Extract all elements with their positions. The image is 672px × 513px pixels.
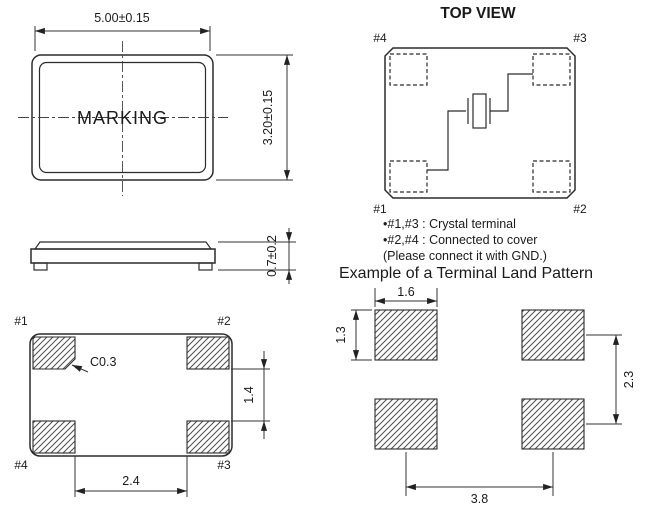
hidden-pad-2 — [532, 160, 571, 193]
lid-profile — [33, 241, 213, 250]
terminal-note-2: •#2,#4 : Connected to cover — [383, 233, 537, 247]
bottom-view: #1 #2 #4 #3 C0.3 1.4 2.4 — [14, 314, 270, 497]
terminal-note-3: (Please connect it with GND.) — [383, 249, 547, 263]
hidden-pad-4 — [389, 53, 428, 86]
pad-label-2: #2 — [217, 314, 231, 328]
terminal-note-1: •#1,#3 : Crystal terminal — [383, 217, 516, 231]
side-view: 0.7±0.2 — [30, 228, 296, 284]
dim-pitch-v-label: 2.3 — [622, 371, 636, 388]
dim-pitch-h-label: 3.8 — [471, 492, 488, 506]
terminal-pad-4 — [32, 420, 76, 454]
top-view-title: TOP VIEW — [440, 5, 516, 22]
dim-thickness-label: 0.7±0.2 — [265, 235, 279, 277]
pad-label-1: #1 — [14, 314, 28, 328]
land-pattern: Example of a Terminal Land Pattern 1.6 1… — [334, 265, 636, 506]
land-pad-bottom-left — [374, 398, 438, 450]
top-view: TOP VIEW #4 #3 #1 #2 •#1,#3 : Crystal te… — [373, 5, 587, 263]
terminal-pad-2 — [186, 336, 230, 370]
terminal-pad-3 — [186, 420, 230, 454]
land-pad-top-left — [374, 309, 438, 361]
left-terminal-profile — [33, 262, 48, 271]
terminal-pad-1 — [32, 336, 76, 370]
land-pad-bottom-right — [521, 398, 585, 450]
dim-pad-gap-v-label: 1.4 — [242, 386, 256, 403]
pad-label-1: #1 — [373, 202, 387, 216]
land-pad-top-right — [521, 309, 585, 361]
dim-width-label: 5.00±0.15 — [94, 11, 150, 25]
chamfer-leader-arrow — [71, 364, 89, 373]
dim-pad-gap-h-label: 2.4 — [122, 474, 139, 488]
right-terminal-profile — [198, 262, 213, 271]
dim-pad-height-label: 1.3 — [334, 326, 348, 343]
crystal-body — [472, 93, 487, 129]
pad-label-4: #4 — [373, 31, 387, 45]
pad-label-4: #4 — [14, 458, 28, 472]
body-profile — [30, 248, 216, 264]
hidden-pad-1 — [389, 160, 428, 193]
front-view: 5.00±0.15 MARKING 3.20±0.15 — [18, 11, 293, 196]
pad-label-3: #3 — [217, 458, 231, 472]
top-view-outline — [384, 47, 576, 199]
marking-label: MARKING — [77, 108, 168, 128]
crystal-wire-right — [490, 73, 533, 112]
pad-label-2: #2 — [573, 202, 587, 216]
land-pattern-title: Example of a Terminal Land Pattern — [339, 265, 593, 282]
pad-label-3: #3 — [573, 31, 587, 45]
bottom-view-outline — [29, 333, 233, 457]
hidden-pad-3 — [532, 53, 571, 86]
dim-pad-width-label: 1.6 — [397, 285, 414, 299]
dim-height-label: 3.20±0.15 — [261, 90, 275, 146]
crystal-wire-left — [427, 110, 466, 171]
chamfer-label: C0.3 — [90, 355, 116, 369]
